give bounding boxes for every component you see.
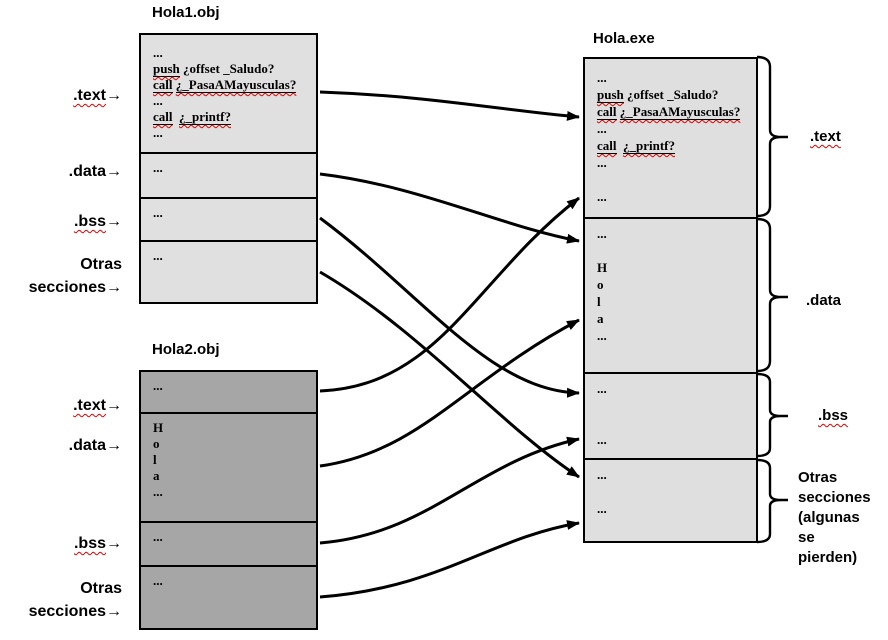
arrow-obj2-otras-to-exe-otras bbox=[319, 520, 580, 599]
label-exe-text: .text bbox=[810, 128, 841, 145]
section-obj1-text: ...push ¿offset _Saludo?call ¿_PasaAMayu… bbox=[153, 45, 297, 140]
section-obj2-text: ... bbox=[153, 378, 163, 393]
section-exe-bss: ... ... bbox=[585, 372, 756, 458]
bracket-exe-text bbox=[756, 55, 788, 218]
section-obj1-otras: ... bbox=[141, 240, 316, 302]
bracket-exe-data bbox=[756, 217, 788, 373]
section-obj2-bss: ... bbox=[141, 521, 316, 565]
label-obj1-text: .text→ bbox=[73, 87, 122, 104]
hola1-obj-box: ...push ¿offset _Saludo?call ¿_PasaAMayu… bbox=[139, 33, 318, 304]
arrow-obj2-data-to-exe-data bbox=[319, 318, 580, 468]
label-obj1-bss: .bss→ bbox=[73, 213, 122, 230]
hola1-obj-title: Hola1.obj bbox=[152, 4, 220, 21]
arrow-obj1-bss-to-exe-bss bbox=[319, 216, 580, 398]
hola2-obj-title: Hola2.obj bbox=[152, 341, 220, 358]
label-obj2-data: .data→ bbox=[68, 437, 122, 454]
section-obj1-bss: ... bbox=[141, 197, 316, 240]
arrow-obj1-data-to-exe-data bbox=[319, 172, 580, 244]
section-obj1-data: ... bbox=[141, 152, 316, 197]
hola-exe-box: ...push ¿offset _Saludo?call ¿_PasaAMayu… bbox=[583, 57, 758, 543]
section-exe-otras: ... ... bbox=[585, 458, 756, 541]
label-exe-data: .data bbox=[806, 292, 842, 309]
hola-exe-title: Hola.exe bbox=[593, 30, 655, 47]
label-obj1-data: .data→ bbox=[68, 163, 122, 180]
arrow-obj1-text-to-exe-text bbox=[319, 90, 580, 121]
label-exe-bss: .bss bbox=[818, 407, 849, 424]
bracket-exe-otras bbox=[756, 458, 788, 544]
section-exe-text: ...push ¿offset _Saludo?call ¿_PasaAMayu… bbox=[597, 70, 741, 204]
arrow-obj2-text-to-exe-text bbox=[319, 196, 580, 393]
section-obj2-otras: ... bbox=[141, 565, 316, 628]
arrow-obj2-bss-to-exe-bss bbox=[319, 436, 580, 545]
arrow-obj1-otras-to-exe-otras bbox=[319, 270, 580, 479]
label-obj2-bss: .bss→ bbox=[73, 535, 122, 552]
bracket-exe-bss bbox=[756, 372, 788, 458]
label-obj2-text: .text→ bbox=[73, 397, 122, 414]
